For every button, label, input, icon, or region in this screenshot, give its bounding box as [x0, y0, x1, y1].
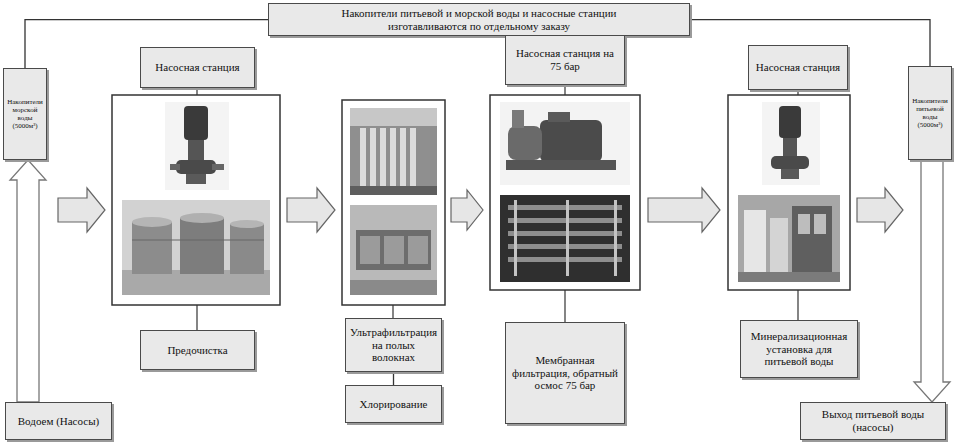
pump-photo: [762, 102, 820, 185]
box-text: Накопители морской воды (5000м³): [6, 98, 44, 130]
process-box: Насосная станция: [748, 45, 848, 90]
reverse-osmosis-photo: [500, 195, 630, 282]
link-line: [564, 290, 565, 322]
link-line: [797, 90, 798, 95]
box-text: Хлорирование: [360, 398, 428, 411]
flow-arrow: [857, 188, 903, 232]
link-line: [392, 305, 393, 318]
flow-arrow: [914, 160, 950, 402]
box-text: Насосная станция на 75 бар: [510, 47, 620, 72]
process-box: Насосная станция на 75 бар: [505, 35, 625, 85]
high-pressure-pump-photo: [500, 102, 630, 185]
link-line: [196, 88, 197, 95]
box-text: Накопители питьевой воды (5000м³): [911, 97, 949, 129]
box-text: Выход питьевой воды (насосы): [805, 408, 941, 433]
box-text: Минерализационная установка для питьевой…: [745, 330, 853, 368]
box-text: Водоем (Насосы): [18, 415, 99, 428]
ultrafiltration-photo: [350, 108, 437, 195]
box-text: Насосная станция: [155, 61, 239, 74]
box-text: Насосная станция: [756, 61, 840, 74]
box-text: Мембранная фильтрация, обратный осмос 75…: [510, 354, 620, 392]
link-line: [797, 290, 798, 320]
flow-arrow: [287, 188, 335, 232]
process-box: Минерализационная установка для питьевой…: [740, 320, 858, 378]
process-box: Насосная станция: [140, 47, 255, 88]
callout-box: Выход питьевой воды (насосы): [800, 402, 946, 440]
tanks-photo: [122, 200, 270, 295]
process-box: Мембранная фильтрация, обратный осмос 75…: [505, 322, 625, 424]
photo-frame: [490, 95, 640, 290]
process-box: Ультрафильтрация на полых волокнах: [345, 318, 442, 372]
process-box: Предочистка: [140, 330, 255, 370]
mineralisation-photo: [738, 195, 840, 282]
flow-arrow: [648, 188, 720, 232]
photo-frame: [112, 95, 280, 305]
box-text: Предочистка: [167, 344, 227, 357]
flow-arrow: [10, 160, 46, 402]
storage-tank-box: Накопители морской воды (5000м³): [3, 68, 47, 160]
box-text: Накопители питьевой и морской воды и нас…: [314, 7, 644, 32]
pump-photo: [165, 102, 229, 190]
storage-tank-box: Накопители питьевой воды (5000м³): [908, 66, 952, 160]
photo-frame: [342, 100, 445, 305]
photo-frame: [728, 95, 850, 290]
link-line: [564, 85, 565, 95]
box-text: Ультрафильтрация на полых волокнах: [350, 326, 437, 364]
note-banner: Накопители питьевой и морской воды и нас…: [268, 3, 690, 36]
flow-arrow: [58, 188, 105, 232]
process-box: Хлорирование: [345, 385, 442, 423]
callout-box: Водоем (Насосы): [5, 402, 112, 440]
flow-arrow: [451, 190, 483, 230]
connector-line: [393, 372, 394, 385]
link-line: [196, 305, 197, 330]
dosing-photo: [350, 205, 437, 295]
